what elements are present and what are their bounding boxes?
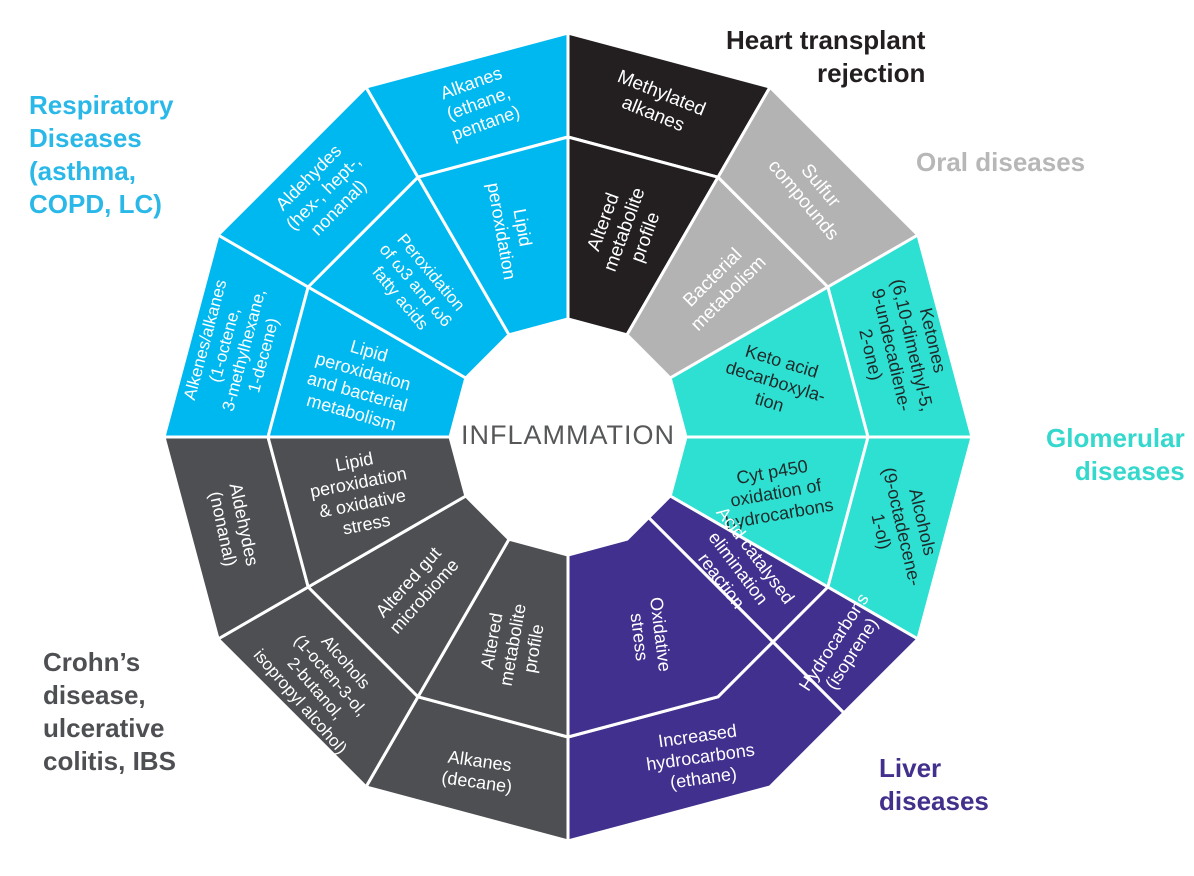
heart-transplant-rejection-label: Heart transplant rejection bbox=[726, 24, 925, 90]
respiratory-label-line-4: COPD, LC) bbox=[29, 189, 162, 219]
respiratory-label-line-2: Diseases bbox=[29, 123, 142, 153]
center-label: INFLAMMATION bbox=[461, 420, 675, 450]
oral-label-line-1: Oral diseases bbox=[916, 147, 1086, 177]
respiratory-label-line-3: (asthma, bbox=[29, 156, 136, 186]
wheel-segments bbox=[162, 31, 974, 843]
crohns-disease-label: Crohn’s disease, ulcerative colitis, IBS bbox=[43, 646, 176, 778]
glomerular-label-line-1: Glomerular bbox=[1046, 423, 1185, 453]
heart-label-line-2: rejection bbox=[817, 58, 926, 88]
oral-diseases-label: Oral diseases bbox=[916, 146, 1085, 179]
liver-diseases-label: Liver diseases bbox=[879, 752, 989, 818]
crohns-label-line-3: ulcerative bbox=[43, 713, 165, 743]
liver-label-line-1: Liver bbox=[879, 753, 942, 783]
glomerular-diseases-label: Glomerular diseases bbox=[1046, 422, 1185, 488]
crohns-label-line-2: disease, bbox=[43, 680, 146, 710]
heart-label-line-1: Heart transplant bbox=[726, 25, 926, 55]
crohns-outer-segment-12-label: Alkanes(decane) bbox=[440, 746, 516, 797]
crohns-label-line-1: Crohn’s bbox=[43, 647, 141, 677]
crohns-label-line-4: colitis, IBS bbox=[43, 746, 176, 776]
liver-label-line-2: diseases bbox=[879, 786, 989, 816]
respiratory-diseases-label: Respiratory Diseases (asthma, COPD, LC) bbox=[29, 89, 174, 221]
respiratory-label-line-1: Respiratory bbox=[29, 90, 174, 120]
glomerular-label-line-2: diseases bbox=[1074, 456, 1185, 486]
center-hole bbox=[450, 319, 686, 555]
